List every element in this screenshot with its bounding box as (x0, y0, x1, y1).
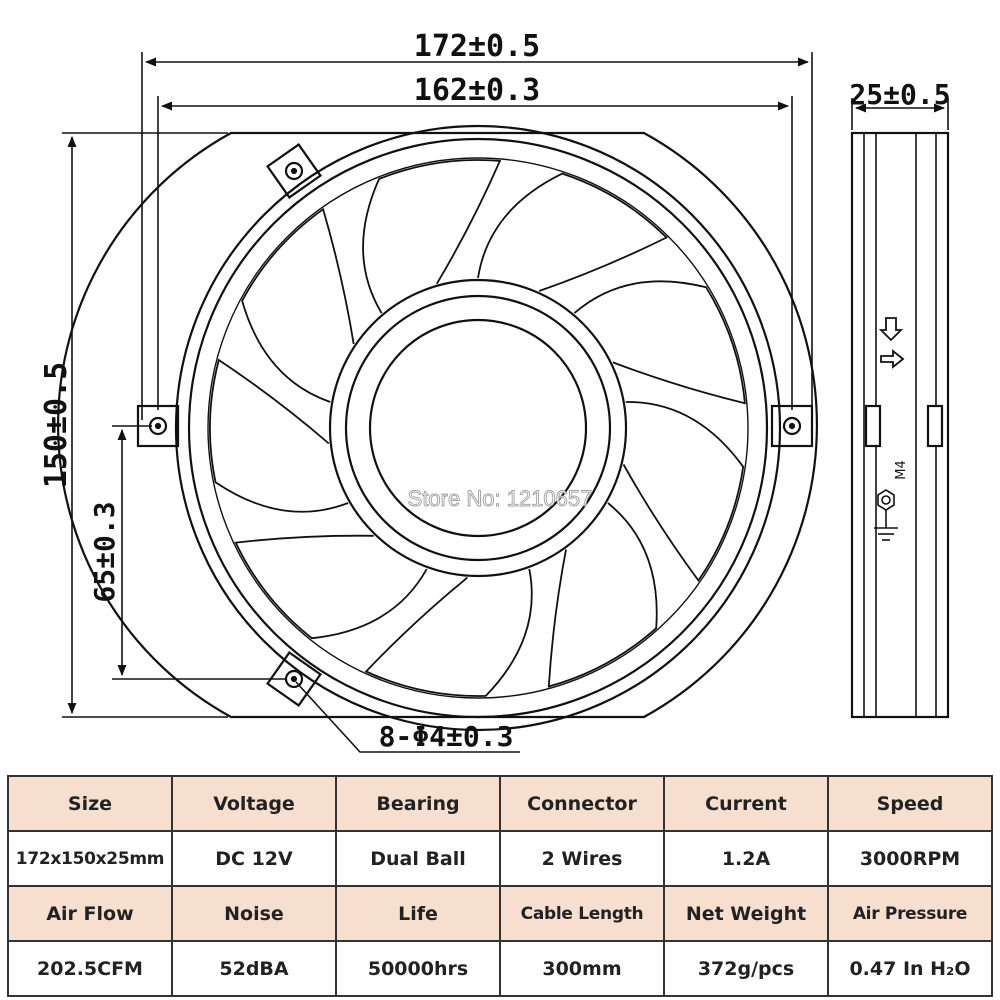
fan-blade (234, 534, 428, 640)
fan-hub-ring (344, 294, 612, 562)
fan-front-view (57, 124, 818, 732)
spec-header: Current (663, 775, 829, 832)
fan-blade (547, 502, 658, 688)
spec-value-row: 172x150x25mm DC 12V Dual Ball 2 Wires 1.… (7, 830, 993, 887)
spec-value: 2 Wires (499, 830, 665, 887)
spec-header: Life (335, 885, 501, 942)
dim-height: 150±0.5 (39, 362, 74, 488)
spec-header: Air Flow (7, 885, 173, 942)
spec-header-row: Size Voltage Bearing Connector Current S… (7, 775, 993, 832)
spec-header: Net Weight (663, 885, 829, 942)
spec-value: 50000hrs (335, 940, 501, 997)
ground-screw-icon (874, 489, 898, 541)
spec-header: Air Pressure (827, 885, 993, 942)
fan-hub-outer (328, 278, 628, 578)
spec-header: Bearing (335, 775, 501, 832)
spec-value: 372g/pcs (663, 940, 829, 997)
fan-venturi-inner (207, 157, 749, 699)
fan-technical-drawing: 172±0.5 162±0.3 25±0.5 150±0.5 65±0.3 8-… (39, 29, 951, 753)
mount-hole-top (266, 143, 322, 199)
spec-value: 172x150x25mm (7, 830, 173, 887)
fan-blade (362, 159, 502, 314)
fan-blade (573, 280, 746, 405)
fan-hub-inner (368, 318, 588, 538)
fan-frame-outline (57, 131, 818, 719)
spec-header: Voltage (171, 775, 337, 832)
dim-hole-spacing: 65±0.3 (88, 501, 121, 602)
fan-side-view (850, 131, 950, 719)
dim-width-holes: 162±0.3 (414, 73, 540, 108)
spec-header: Size (7, 775, 173, 832)
spec-value: DC 12V (171, 830, 337, 887)
spec-value: 52dBA (171, 940, 337, 997)
spec-value-row: 202.5CFM 52dBA 50000hrs 300mm 372g/pcs 0… (7, 940, 993, 997)
dim-depth: 25±0.5 (849, 78, 950, 111)
mount-hole-right (770, 404, 814, 448)
fan-blade (364, 568, 533, 697)
ground-label: M4 (894, 460, 909, 480)
dim-holes: 8-Φ4±0.3 (379, 720, 514, 753)
fan-frame-inner-ring (174, 124, 782, 732)
dimension-lines (62, 52, 813, 753)
side-dimension (851, 98, 949, 130)
spec-value: 3000RPM (827, 830, 993, 887)
fan-blade (622, 401, 745, 583)
spec-value: 1.2A (663, 830, 829, 887)
spec-value: 0.47 In H₂O (827, 940, 993, 997)
dim-width-outer: 172±0.5 (414, 29, 540, 64)
fan-blade (241, 207, 355, 403)
mount-hole-bottom (266, 651, 322, 707)
side-frame (850, 131, 950, 719)
fan-blade (209, 358, 349, 513)
spec-header: Cable Length (499, 885, 665, 942)
spec-table: Size Voltage Bearing Connector Current S… (7, 775, 993, 997)
spec-value: Dual Ball (335, 830, 501, 887)
spec-header: Speed (827, 775, 993, 832)
spec-header-row: Air Flow Noise Life Cable Length Net Wei… (7, 885, 993, 942)
store-watermark: Store No: 1210657 (408, 486, 593, 511)
spec-value: 202.5CFM (7, 940, 173, 997)
spec-header: Noise (171, 885, 337, 942)
spec-value: 300mm (499, 940, 665, 997)
airflow-arrow-icon (878, 317, 905, 369)
fan-blades (209, 159, 746, 697)
fan-blade (477, 172, 669, 292)
fan-venturi-ring (187, 137, 769, 719)
spec-header: Connector (499, 775, 665, 832)
